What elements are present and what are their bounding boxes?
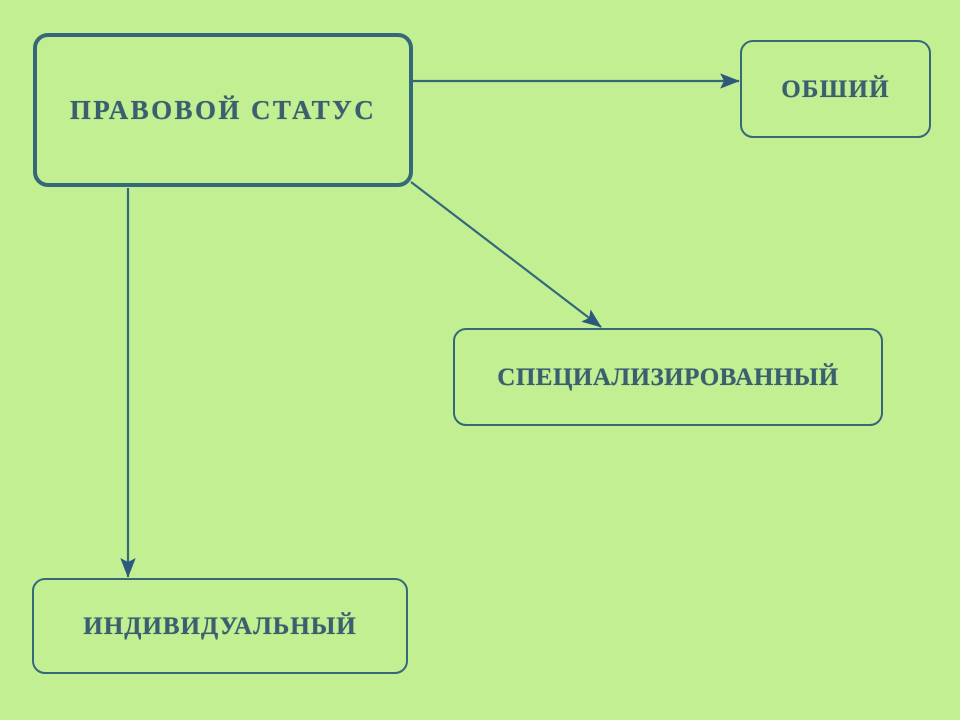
node-root-label: ПРАВОВОЙ СТАТУС	[69, 94, 377, 125]
node-individual-label: ИНДИВИДУАЛЬНЫЙ	[83, 612, 357, 640]
node-root-legal-status[interactable]: ПРАВОВОЙ СТАТУС	[33, 33, 413, 187]
node-individual[interactable]: ИНДИВИДУАЛЬНЫЙ	[32, 578, 408, 674]
node-general-label: ОБШИЙ	[781, 75, 890, 103]
edge-root-to-specialized	[410, 181, 602, 328]
node-specialized-label: СПЕЦИАЛИЗИРОВАННЫЙ	[497, 363, 839, 391]
node-specialized[interactable]: СПЕЦИАЛИЗИРОВАННЫЙ	[453, 328, 883, 426]
node-general[interactable]: ОБШИЙ	[740, 40, 931, 138]
